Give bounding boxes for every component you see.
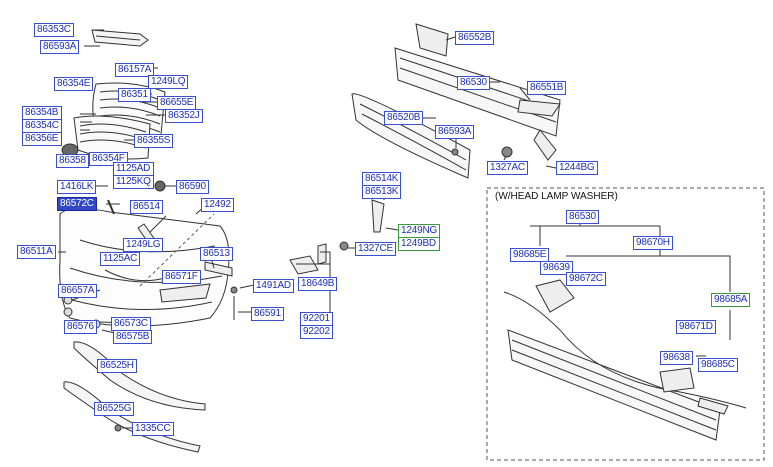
inset-title: (W/HEAD LAMP WASHER) [492, 191, 621, 202]
part-label-86591[interactable]: 86591 [251, 307, 284, 321]
part-label-86573C[interactable]: 86573C [111, 317, 151, 331]
part-label-86358[interactable]: 86358 [56, 154, 89, 168]
part-label-86355S[interactable]: 86355S [134, 134, 174, 148]
part-label-1125KQ[interactable]: 1125KQ [113, 175, 154, 189]
part-label-86571F[interactable]: 86571F [162, 270, 201, 284]
part-label-98639[interactable]: 98639 [540, 261, 573, 275]
part-label-stack-86354: 86354B 86354C 86356E [22, 106, 62, 146]
part-label-1244BG[interactable]: 1244BG [556, 161, 598, 175]
part-label-1125AD[interactable]: 1125AD [113, 162, 154, 176]
part-label-86575B[interactable]: 86575B [113, 330, 153, 344]
part-label-1491AD[interactable]: 1491AD [253, 279, 294, 293]
part-label-1327AC[interactable]: 1327AC [487, 161, 528, 175]
part-label-98671D[interactable]: 98671D [676, 320, 716, 334]
part-label-stack-8651xK: 86514K 86513K [362, 172, 402, 199]
part-label-1249LG[interactable]: 1249LG [123, 238, 164, 252]
part-label-86655E[interactable]: 86655E [157, 96, 197, 110]
part-label-stack-9220x: 92201 92202 [300, 312, 333, 339]
part-label-stack-1125: 1125AD 1125KQ [113, 162, 154, 189]
part-label-86572C[interactable]: 86572C [57, 197, 97, 211]
part-label-1416LK[interactable]: 1416LK [57, 180, 97, 194]
part-label-92201[interactable]: 92201 [300, 312, 333, 326]
part-label-1327CE[interactable]: 1327CE [355, 242, 396, 256]
part-label-86590[interactable]: 86590 [176, 180, 209, 194]
part-label-86525G[interactable]: 86525G [94, 402, 135, 416]
part-label-86353C[interactable]: 86353C [34, 23, 74, 37]
part-label-1249LQ[interactable]: 1249LQ [148, 75, 189, 89]
part-label-86513[interactable]: 86513 [200, 247, 233, 261]
part-label-86157A[interactable]: 86157A [115, 63, 155, 77]
part-label-98685C[interactable]: 98685C [698, 358, 738, 372]
part-label-98638[interactable]: 98638 [660, 351, 693, 365]
part-label-86354B[interactable]: 86354B [22, 106, 62, 120]
part-label-86354E[interactable]: 86354E [54, 77, 94, 91]
part-label-86530-inset[interactable]: 86530 [566, 210, 599, 224]
part-label-1249BD[interactable]: 1249BD [398, 237, 441, 251]
part-label-98672C[interactable]: 98672C [566, 272, 606, 286]
part-label-86356E[interactable]: 86356E [22, 132, 62, 146]
part-label-98685E[interactable]: 98685E [510, 248, 550, 262]
part-label-86514K[interactable]: 86514K [362, 172, 402, 186]
part-label-86514[interactable]: 86514 [130, 200, 163, 214]
part-label-86511A[interactable]: 86511A [17, 245, 56, 259]
part-label-1335CC[interactable]: 1335CC [132, 422, 174, 436]
part-label-92202[interactable]: 92202 [300, 325, 333, 339]
part-label-86525H[interactable]: 86525H [97, 359, 137, 373]
part-label-1125AC[interactable]: 1125AC [100, 252, 141, 266]
part-label-86530-top[interactable]: 86530 [457, 76, 490, 90]
part-label-86552B[interactable]: 86552B [455, 31, 495, 45]
part-label-86593A-mid[interactable]: 86593A [435, 125, 475, 139]
part-label-86520B[interactable]: 86520B [384, 111, 424, 125]
part-label-86657A[interactable]: 86657A [58, 284, 98, 298]
part-label-86351[interactable]: 86351 [118, 88, 151, 102]
part-label-98685A[interactable]: 98685A [711, 293, 751, 307]
part-label-86513K[interactable]: 86513K [362, 185, 402, 199]
part-label-86551B[interactable]: 86551B [527, 81, 567, 95]
part-label-98670H[interactable]: 98670H [633, 236, 673, 250]
part-label-86354C[interactable]: 86354C [22, 119, 62, 133]
part-label-18649B[interactable]: 18649B [298, 277, 338, 291]
part-label-12492[interactable]: 12492 [201, 198, 234, 212]
part-label-86576[interactable]: 86576 [64, 320, 97, 334]
part-label-1249NG[interactable]: 1249NG [398, 224, 441, 238]
part-label-86593A-top[interactable]: 86593A [40, 40, 80, 54]
part-label-86352J[interactable]: 86352J [165, 109, 203, 123]
part-label-stack-1249: 1249NG 1249BD [398, 224, 441, 251]
